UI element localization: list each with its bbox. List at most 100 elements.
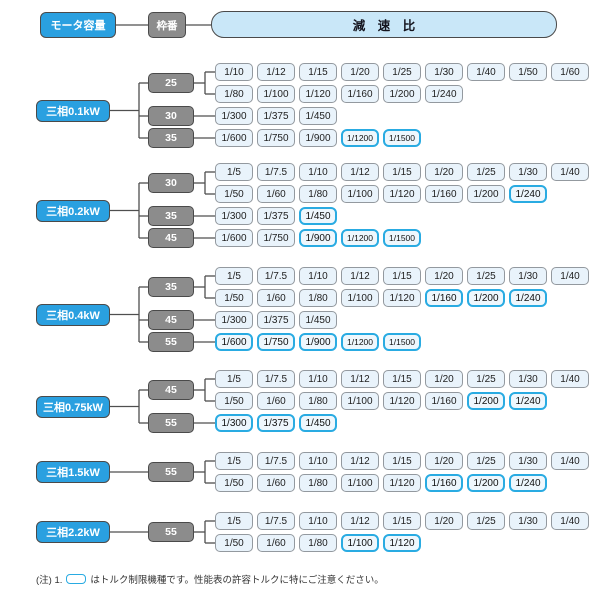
ratio-box: 1/25: [467, 267, 505, 285]
frame-number-box: 35: [148, 277, 194, 297]
ratio-box: 1/30: [509, 163, 547, 181]
ratio-box: 1/10: [299, 370, 337, 388]
ratio-box: 1/600: [215, 229, 253, 247]
ratio-box: 1/200: [383, 85, 421, 103]
ratio-box: 1/900: [299, 129, 337, 147]
ratio-box-torque-limited: 1/600: [215, 333, 253, 351]
ratio-box: 1/300: [215, 207, 253, 225]
ratio-box: 1/20: [425, 512, 463, 530]
ratio-box: 1/12: [257, 63, 295, 81]
ratio-box-torque-limited: 1/300: [215, 414, 253, 432]
ratio-box: 1/40: [467, 63, 505, 81]
ratio-box-torque-limited: 1/1500: [383, 333, 421, 351]
ratio-box: 1/25: [383, 63, 421, 81]
ratio-box-torque-limited: 1/1200: [341, 229, 379, 247]
ratio-box-torque-limited: 1/100: [341, 534, 379, 552]
ratio-box: 1/50: [215, 474, 253, 492]
frame-number-header: 枠番: [148, 12, 186, 38]
ratio-box: 1/375: [257, 107, 295, 125]
ratio-box: 1/120: [383, 392, 421, 410]
motor-capacity-box: 三相0.1kW: [36, 99, 110, 122]
motor-capacity-box: 三相0.4kW: [36, 303, 110, 326]
ratio-box: 1/80: [299, 534, 337, 552]
ratio-box-torque-limited: 1/900: [299, 229, 337, 247]
ratio-box-torque-limited: 1/200: [467, 289, 505, 307]
ratio-box: 1/375: [257, 311, 295, 329]
ratio-box: 1/80: [299, 474, 337, 492]
ratio-box: 1/80: [299, 185, 337, 203]
ratio-box: 1/7.5: [257, 512, 295, 530]
frame-number-box: 35: [148, 128, 194, 148]
ratio-box: 1/240: [425, 85, 463, 103]
ratio-box: 1/12: [341, 512, 379, 530]
ratio-box: 1/20: [425, 370, 463, 388]
ratio-box: 1/100: [341, 289, 379, 307]
motor-capacity-box: 三相0.2kW: [36, 199, 110, 222]
ratio-box-torque-limited: 1/240: [509, 185, 547, 203]
frame-number-box: 30: [148, 173, 194, 193]
ratio-box: 1/7.5: [257, 370, 295, 388]
frame-number-box: 45: [148, 380, 194, 400]
ratio-box: 1/5: [215, 163, 253, 181]
ratio-box: 1/40: [551, 370, 589, 388]
motor-capacity-header: モータ容量: [40, 12, 116, 38]
ratio-box: 1/40: [551, 163, 589, 181]
ratio-box: 1/25: [467, 452, 505, 470]
ratio-box: 1/450: [299, 311, 337, 329]
motor-capacity-box: 三相2.2kW: [36, 521, 110, 543]
ratio-box: 1/375: [257, 207, 295, 225]
ratio-box-torque-limited: 1/900: [299, 333, 337, 351]
ratio-box: 1/120: [383, 289, 421, 307]
ratio-box: 1/60: [257, 185, 295, 203]
torque-limit-box-icon: [66, 574, 87, 584]
ratio-box: 1/60: [257, 474, 295, 492]
ratio-box: 1/80: [299, 392, 337, 410]
ratio-box-torque-limited: 1/1200: [341, 129, 379, 147]
footnote-text: はトルク制限機種です。性能表の許容トルクに特にご注意ください。: [90, 575, 384, 586]
frame-number-box: 25: [148, 73, 194, 93]
ratio-box: 1/12: [341, 267, 379, 285]
ratio-box: 1/160: [341, 85, 379, 103]
ratio-box: 1/600: [215, 129, 253, 147]
ratio-box: 1/750: [257, 229, 295, 247]
ratio-box: 1/50: [509, 63, 547, 81]
ratio-box: 1/100: [341, 392, 379, 410]
ratio-box: 1/15: [299, 63, 337, 81]
ratio-box: 1/40: [551, 452, 589, 470]
ratio-box: 1/100: [341, 185, 379, 203]
ratio-box: 1/50: [215, 392, 253, 410]
ratio-box: 1/7.5: [257, 163, 295, 181]
ratio-box-torque-limited: 1/1500: [383, 129, 421, 147]
ratio-box: 1/200: [467, 185, 505, 203]
ratio-box: 1/80: [299, 289, 337, 307]
ratio-box: 1/80: [215, 85, 253, 103]
ratio-box: 1/300: [215, 107, 253, 125]
ratio-box: 1/20: [425, 452, 463, 470]
ratio-box: 1/750: [257, 129, 295, 147]
ratio-box: 1/25: [467, 370, 505, 388]
frame-number-box: 55: [148, 462, 194, 482]
ratio-box-torque-limited: 1/120: [383, 534, 421, 552]
ratio-box-torque-limited: 1/750: [257, 333, 295, 351]
frame-number-box: 45: [148, 228, 194, 248]
ratio-box: 1/50: [215, 534, 253, 552]
ratio-box: 1/25: [467, 163, 505, 181]
footnote-prefix: (注) 1.: [36, 575, 63, 586]
ratio-box: 1/5: [215, 452, 253, 470]
ratio-box: 1/10: [299, 512, 337, 530]
ratio-box-torque-limited: 1/160: [425, 474, 463, 492]
ratio-box: 1/15: [383, 452, 421, 470]
ratio-box: 1/15: [383, 267, 421, 285]
frame-number-box: 55: [148, 413, 194, 433]
ratio-box: 1/120: [383, 185, 421, 203]
ratio-box: 1/20: [341, 63, 379, 81]
ratio-box: 1/100: [341, 474, 379, 492]
ratio-box: 1/100: [257, 85, 295, 103]
ratio-box: 1/20: [425, 163, 463, 181]
frame-number-box: 35: [148, 206, 194, 226]
ratio-box: 1/30: [509, 370, 547, 388]
ratio-box: 1/15: [383, 370, 421, 388]
ratio-box: 1/15: [383, 163, 421, 181]
ratio-box: 1/15: [383, 512, 421, 530]
